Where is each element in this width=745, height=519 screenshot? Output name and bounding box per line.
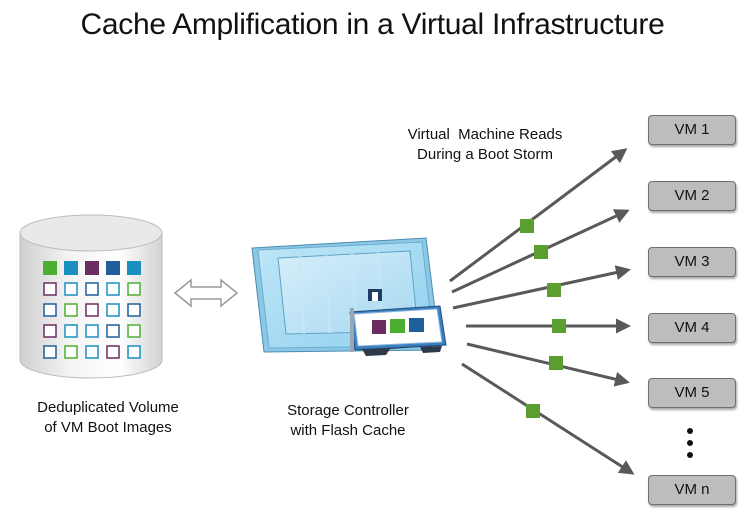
volume-caption: Deduplicated Volume of VM Boot Images	[8, 398, 208, 438]
reads-caption-line-1: Virtual Machine Reads	[407, 126, 563, 143]
vm-box-1: VM 1	[648, 115, 736, 145]
vm-box-3: VM 3	[648, 247, 736, 277]
double-arrow-icon	[173, 278, 239, 308]
vm-box-2: VM 2	[648, 181, 736, 211]
read-arrow-1	[449, 148, 628, 283]
boot-image-tile-outline	[85, 282, 99, 296]
boot-image-tile-outline	[106, 345, 120, 359]
page-title: Cache Amplification in a Virtual Infrast…	[80, 8, 665, 41]
boot-image-tile-outline	[106, 303, 120, 317]
boot-image-tile-outline	[64, 345, 78, 359]
boot-image-grid	[43, 261, 141, 359]
boot-image-tile	[64, 261, 78, 275]
volume-caption-line-1: Deduplicated Volume	[37, 399, 179, 416]
boot-image-tile-outline	[85, 303, 99, 317]
boot-image-tile-outline	[43, 324, 57, 338]
reads-caption-line-2: During a Boot Storm	[417, 146, 553, 163]
boot-image-tile-outline	[127, 303, 141, 317]
vm-box-5: VM 5	[648, 378, 736, 408]
read-packet-3	[547, 283, 561, 297]
controller-caption: Storage Controller with Flash Cache	[258, 401, 438, 441]
boot-image-tile-outline	[127, 324, 141, 338]
read-packet-6	[526, 404, 540, 418]
boot-image-tile-outline	[43, 303, 57, 317]
vm-box-n: VM n	[648, 475, 736, 505]
boot-image-tile-outline	[64, 282, 78, 296]
boot-image-tile-outline	[43, 282, 57, 296]
read-arrow-3	[452, 265, 631, 310]
boot-image-tile	[106, 261, 120, 275]
boot-image-tile-outline	[106, 324, 120, 338]
controller-caption-line-2: with Flash Cache	[290, 422, 406, 439]
ellipsis-icon	[687, 428, 693, 458]
cylinder-icon	[19, 214, 163, 379]
boot-image-tile-outline	[106, 282, 120, 296]
volume-caption-line-2: of VM Boot Images	[44, 419, 172, 436]
boot-image-tile-outline	[43, 345, 57, 359]
read-packet-2	[534, 245, 548, 259]
read-arrow-6	[461, 362, 635, 475]
reads-caption: Virtual Machine Reads During a Boot Stor…	[380, 125, 590, 165]
boot-image-tile	[43, 261, 57, 275]
boot-image-tile-outline	[64, 303, 78, 317]
boot-image-tile-outline	[85, 345, 99, 359]
flash-card-icon	[349, 305, 447, 356]
boot-image-tile-outline	[85, 324, 99, 338]
vm-box-4: VM 4	[648, 313, 736, 343]
boot-image-tile-outline	[64, 324, 78, 338]
read-packet-5	[549, 356, 563, 370]
read-arrow-5	[466, 342, 630, 387]
read-packets	[520, 219, 566, 418]
boot-image-tile	[85, 261, 99, 275]
boot-image-tile-outline	[127, 282, 141, 296]
read-packet-1	[520, 219, 534, 233]
boot-image-tile	[127, 261, 141, 275]
controller-caption-line-1: Storage Controller	[287, 402, 409, 419]
boot-image-tile-outline	[127, 345, 141, 359]
read-arrows	[449, 148, 635, 475]
read-packet-4	[552, 319, 566, 333]
